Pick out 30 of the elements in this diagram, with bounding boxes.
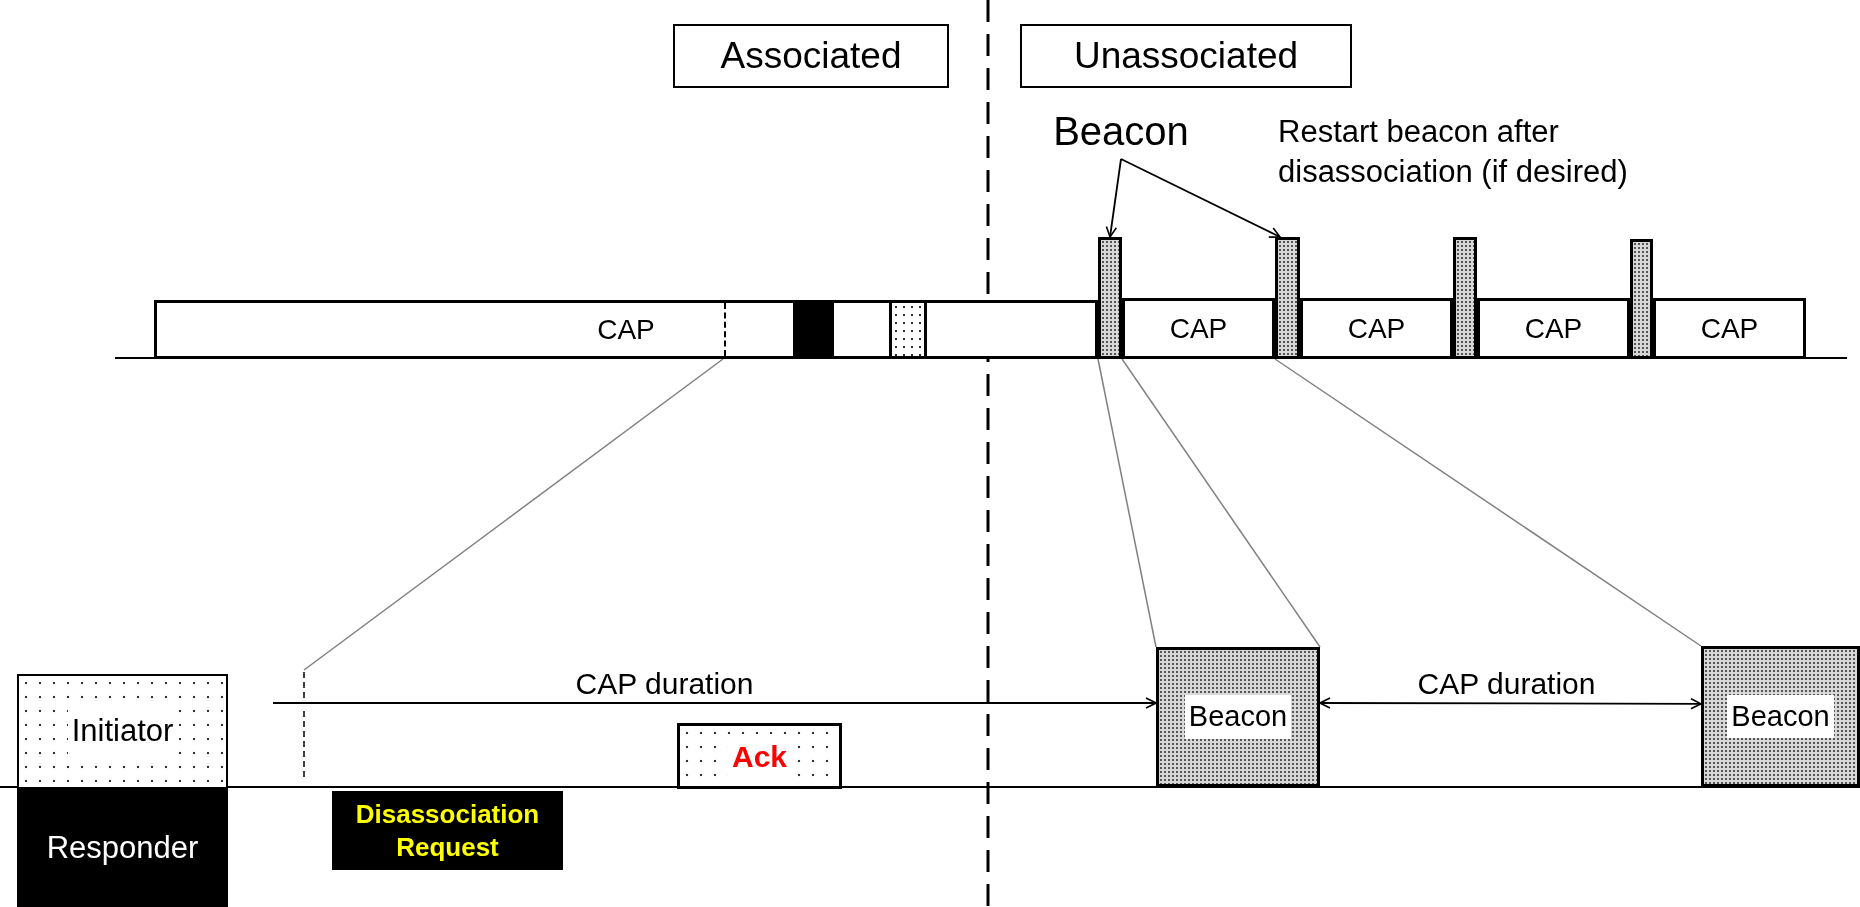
cap-period-bar bbox=[154, 300, 1098, 359]
projection-line bbox=[1097, 358, 1157, 648]
projection-line bbox=[303, 358, 724, 671]
projection-line bbox=[1274, 358, 1702, 647]
frame-block bbox=[889, 303, 927, 356]
state-box: Unassociated bbox=[1020, 24, 1352, 88]
annotation-text: Restart beacon after disassociation (if desired) bbox=[1278, 113, 1629, 192]
arrow bbox=[1120, 158, 1281, 238]
arrow bbox=[272, 697, 1157, 709]
state-box: Associated bbox=[673, 24, 949, 88]
cap-period-box: CAP bbox=[1653, 298, 1806, 359]
beacon-slot bbox=[1630, 239, 1653, 359]
beacon-frame: Beacon bbox=[1701, 646, 1860, 787]
arrow bbox=[1319, 697, 1702, 710]
cap-period-box: CAP bbox=[1477, 298, 1630, 359]
beacon-slot bbox=[1453, 237, 1477, 359]
arrow bbox=[1105, 158, 1122, 238]
initiator-box: Initiator bbox=[17, 674, 228, 789]
responder-box: Responder bbox=[17, 789, 228, 907]
request-frame: Disassociation Request bbox=[332, 791, 563, 870]
beacon-slot bbox=[1098, 237, 1122, 359]
beacon-label: Beacon bbox=[1036, 103, 1206, 159]
frame-block bbox=[793, 303, 834, 356]
beacon-slot bbox=[1275, 237, 1300, 359]
beacon-frame: Beacon bbox=[1156, 647, 1320, 787]
ack-frame: Ack bbox=[677, 723, 842, 789]
cap-period-box: CAP bbox=[1122, 298, 1275, 359]
projection-line bbox=[1121, 358, 1321, 648]
cap-period-box: CAP bbox=[1300, 298, 1453, 359]
period-label: CAP bbox=[597, 312, 655, 347]
